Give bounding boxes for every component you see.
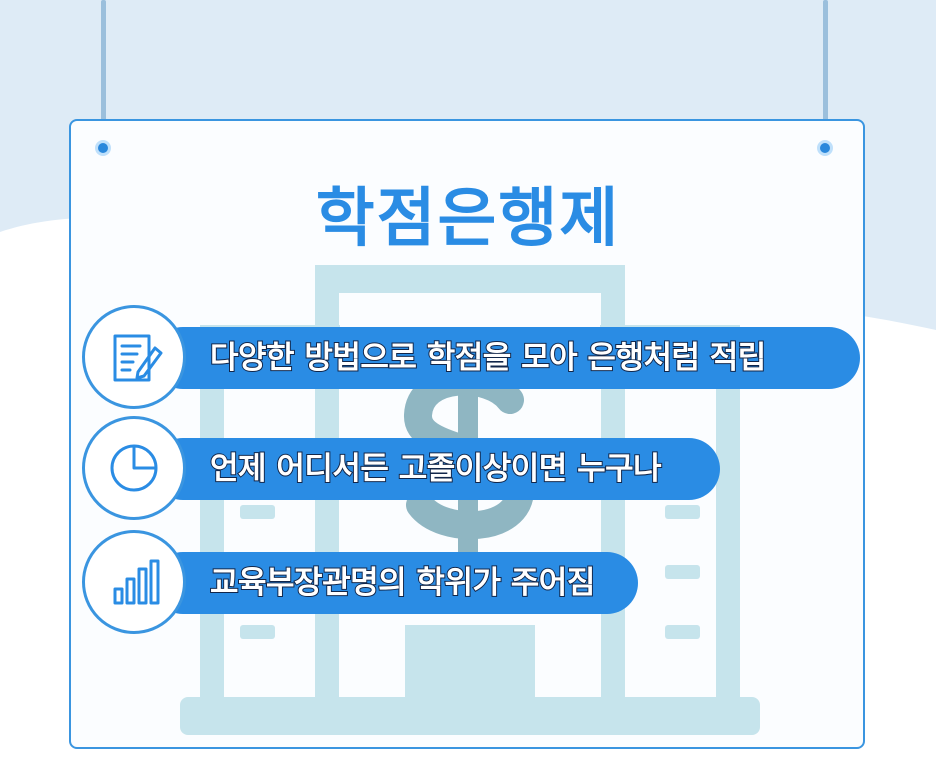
feature-row-bar [152, 552, 638, 614]
page-title: 학점은행제 [315, 182, 621, 256]
feature-row-bar [152, 438, 720, 500]
bar-chart-icon [113, 559, 160, 605]
feature-row-accumulate: 다양한 방법으로 학점을 모아 은행처럼 적립 [82, 305, 862, 415]
feature-row-eligibility: 언제 어디서든 고졸이상이면 누구나 [82, 416, 862, 526]
feature-row-icon-badge [82, 305, 186, 409]
hanging-rope-right [823, 0, 828, 148]
feature-row-label: 언제 어디서든 고졸이상이면 누구나 [209, 450, 663, 488]
feature-row-degree: 교육부장관명의 학위가 주어짐 [82, 530, 862, 640]
feature-row-icon-badge [82, 530, 186, 634]
feature-row-label: 교육부장관명의 학위가 주어짐 [209, 564, 596, 602]
sign-hook-right [817, 140, 833, 156]
pie-chart-icon [110, 444, 158, 492]
document-pencil-icon [113, 334, 163, 382]
feature-row-bar [152, 327, 860, 389]
feature-row-label: 다양한 방법으로 학점을 모아 은행처럼 적립 [209, 339, 767, 377]
feature-row-icon-badge [82, 416, 186, 520]
hanging-rope-left [101, 0, 106, 148]
sign-hook-left [95, 140, 111, 156]
